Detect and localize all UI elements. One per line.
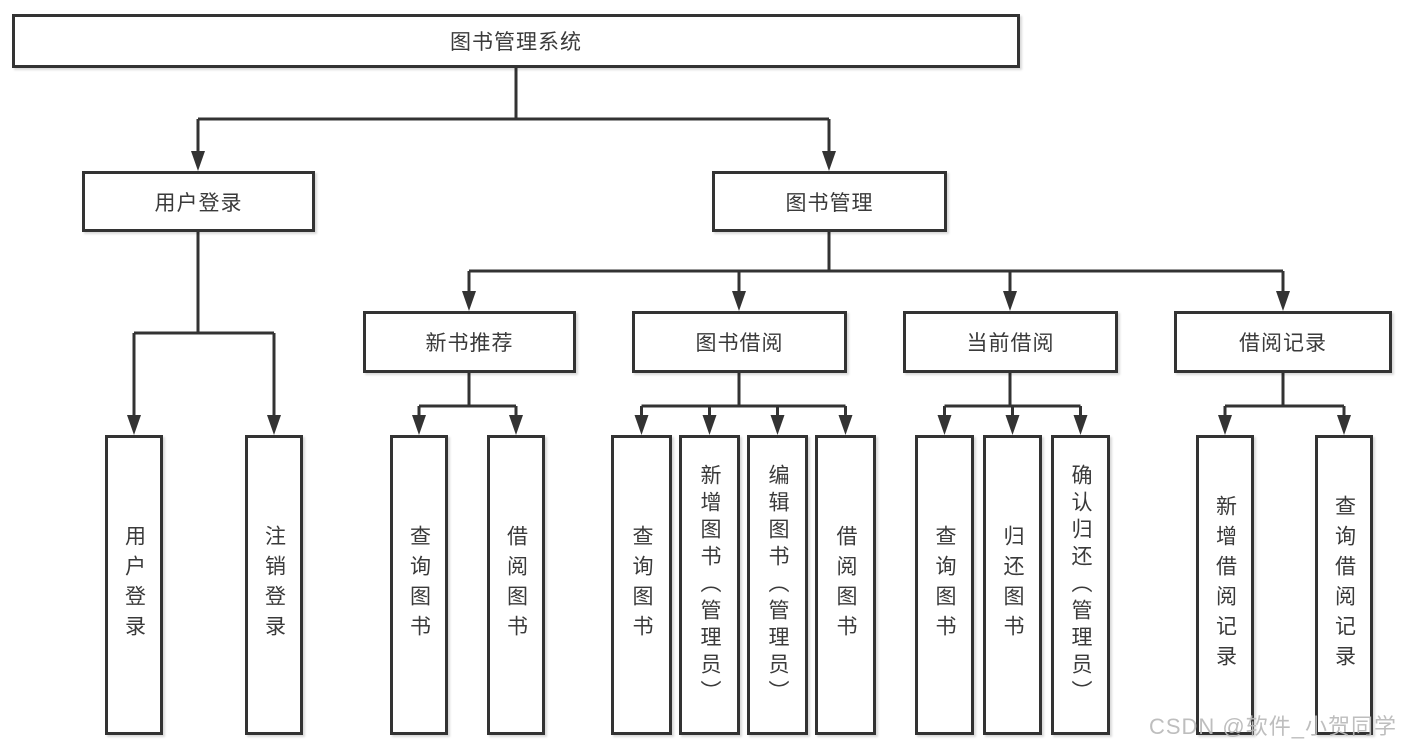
- leaf-borrow-add-books-admin-label: 新增图书（管理员）: [698, 463, 721, 707]
- connector-book-borrowing-branch: [634, 373, 853, 435]
- node-root-label: 图书管理系统: [450, 31, 582, 54]
- node-user-login-label: 用户登录: [154, 191, 243, 215]
- leaf-current-query-books-label: 查询图书: [933, 525, 956, 645]
- leaf-newbook-borrow-books-label: 借阅图书: [504, 525, 528, 645]
- leaf-records-add-record: 新增借阅记录: [1196, 435, 1254, 735]
- node-book-management: 图书管理: [712, 171, 947, 232]
- watermark: CSDN @软件_小贺同学: [1148, 714, 1397, 739]
- connector-current-borrowing-branch: [937, 373, 1088, 435]
- node-current-borrowing: 当前借阅: [903, 311, 1118, 373]
- node-new-book-recommend: 新书推荐: [363, 311, 576, 373]
- leaf-current-return-books-label: 归还图书: [1001, 525, 1024, 645]
- leaf-user-login-label: 用户登录: [122, 525, 146, 645]
- node-book-borrowing-label: 图书借阅: [695, 332, 784, 355]
- leaf-current-query-books: 查询图书: [915, 435, 974, 735]
- leaf-logout-label: 注销登录: [262, 525, 286, 645]
- node-book-borrowing: 图书借阅: [632, 311, 847, 373]
- leaf-current-return-books: 归还图书: [983, 435, 1042, 735]
- connector-borrowing-records-branch: [1218, 373, 1351, 435]
- node-root: 图书管理系统: [12, 14, 1020, 68]
- leaf-borrow-edit-books-admin: 编辑图书（管理员）: [747, 435, 808, 735]
- leaf-current-confirm-return-admin: 确认归还（管理员）: [1051, 435, 1110, 735]
- leaf-newbook-query-books: 查询图书: [390, 435, 448, 735]
- leaf-borrow-edit-books-admin-label: 编辑图书（管理员）: [766, 463, 789, 707]
- leaf-newbook-borrow-books: 借阅图书: [487, 435, 545, 735]
- connector-new-book-branch: [412, 373, 523, 435]
- connector-root-to-level2: [191, 68, 836, 171]
- node-book-management-label: 图书管理: [785, 191, 874, 215]
- leaf-logout: 注销登录: [245, 435, 303, 735]
- connector-user-login-branch: [127, 232, 281, 435]
- leaf-borrow-borrow-books: 借阅图书: [815, 435, 876, 735]
- leaf-current-confirm-return-admin-label: 确认归还（管理员）: [1069, 463, 1092, 707]
- leaf-borrow-query-books-label: 查询图书: [630, 525, 653, 645]
- leaf-borrow-borrow-books-label: 借阅图书: [834, 525, 857, 645]
- leaf-newbook-query-books-label: 查询图书: [407, 525, 431, 645]
- node-user-login: 用户登录: [82, 171, 315, 232]
- leaf-records-query-record: 查询借阅记录: [1315, 435, 1373, 735]
- leaf-records-add-record-label: 新增借阅记录: [1213, 495, 1237, 675]
- leaf-records-query-record-label: 查询借阅记录: [1332, 495, 1356, 675]
- leaf-borrow-query-books: 查询图书: [611, 435, 672, 735]
- node-borrowing-records-label: 借阅记录: [1239, 332, 1327, 355]
- node-new-book-recommend-label: 新书推荐: [425, 332, 514, 355]
- leaf-borrow-add-books-admin: 新增图书（管理员）: [679, 435, 740, 735]
- leaf-user-login: 用户登录: [105, 435, 163, 735]
- node-borrowing-records: 借阅记录: [1174, 311, 1392, 373]
- connector-book-management-branch: [462, 232, 1290, 311]
- node-current-borrowing-label: 当前借阅: [966, 332, 1055, 355]
